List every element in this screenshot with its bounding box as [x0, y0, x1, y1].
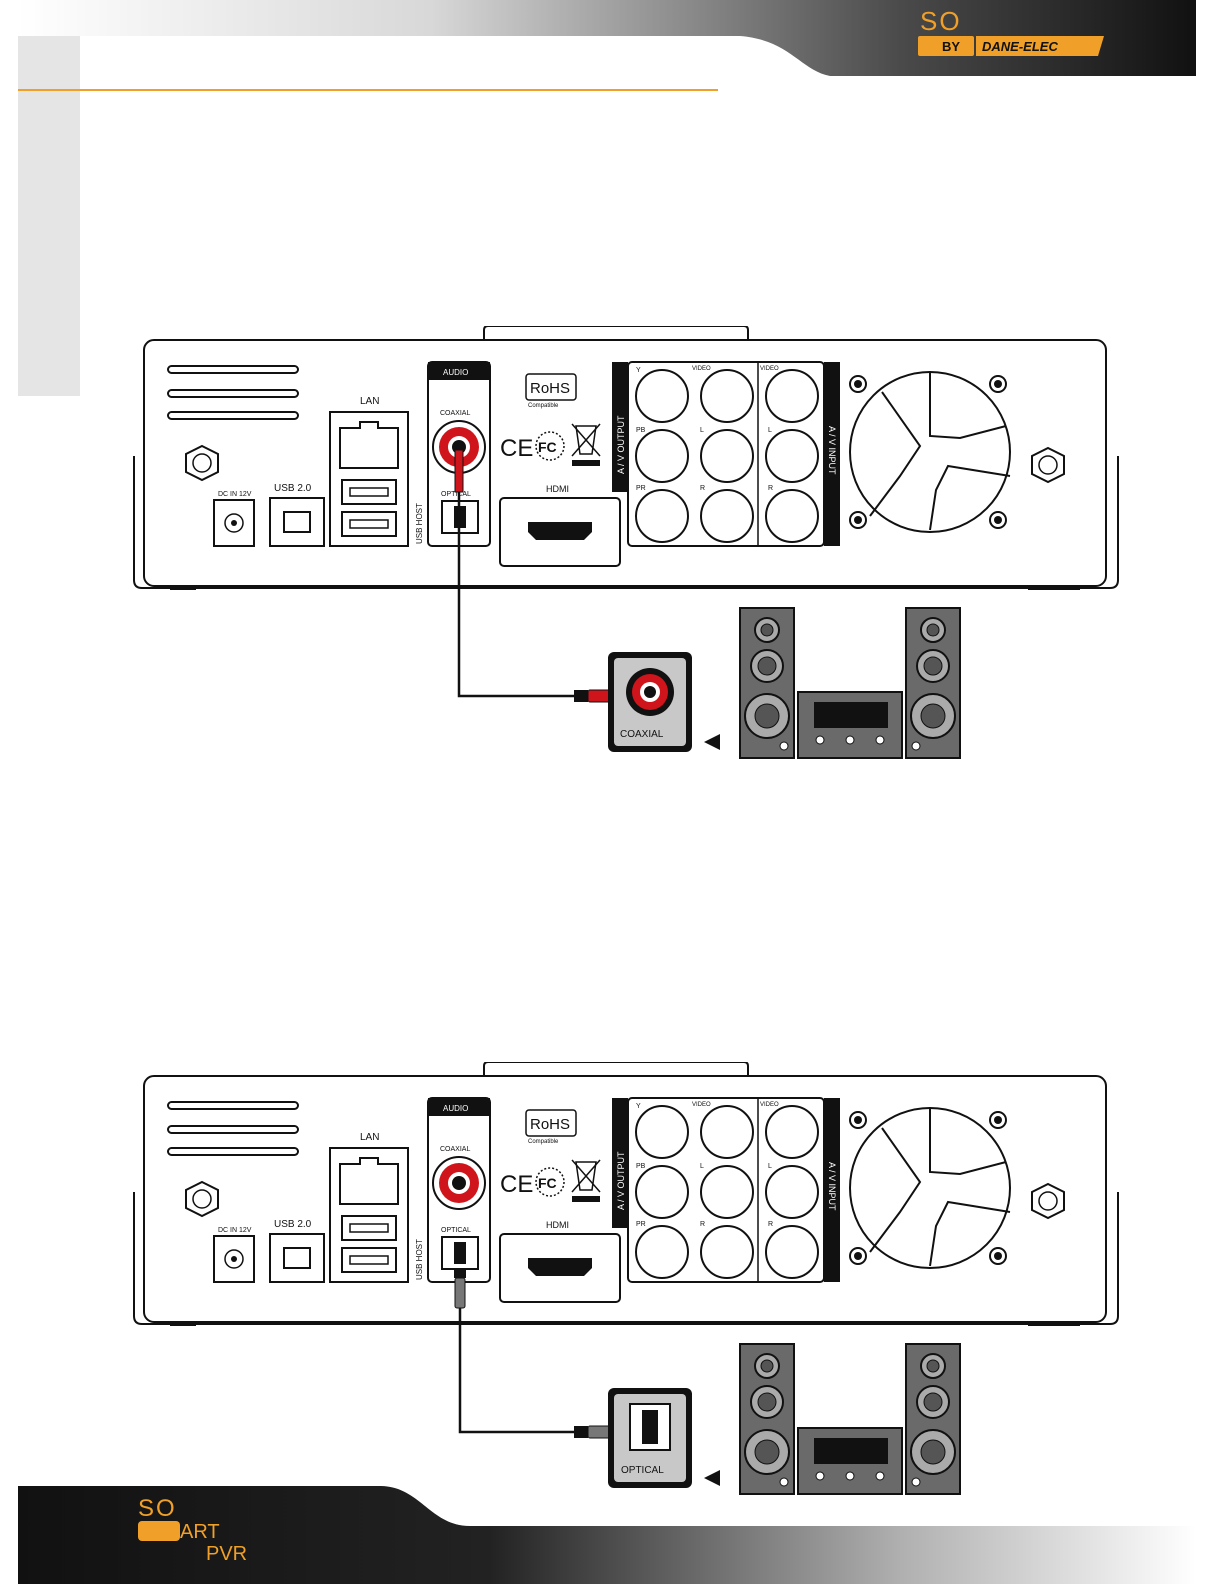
- av-output-label-2: A / V OUTPUT: [616, 1151, 626, 1210]
- footer-so: SO: [138, 1495, 177, 1522]
- footer-pvr: PVR: [206, 1543, 247, 1565]
- av-input-label: A / V INPUT: [827, 426, 837, 475]
- coaxial-connection-diagram: DC IN 12V USB 2.0 LAN USB HOST AUDIO COA…: [130, 325, 1122, 762]
- optical-port-label-2: OPTICAL: [441, 1227, 471, 1234]
- usb-host-label: USB HOST: [415, 503, 424, 544]
- footer-smart: SMART: [150, 1521, 220, 1543]
- usb20-label: USB 2.0: [274, 483, 312, 494]
- audio-label-2: AUDIO: [443, 1104, 468, 1113]
- rohs-label: RoHS: [530, 380, 570, 397]
- usb-host-label-2: USB HOST: [415, 1239, 424, 1280]
- optical-connection-diagram: DC IN 12V USB 2.0 LAN USB HOST AUDIO COA…: [130, 1061, 1122, 1498]
- hdmi-label-2: HDMI: [546, 1220, 569, 1230]
- pb-label-2: PB: [636, 1163, 646, 1170]
- lan-label: LAN: [360, 396, 379, 407]
- sidebar-tab: [18, 36, 80, 396]
- pb-label: PB: [636, 427, 646, 434]
- video-in-label-2: VIDEO: [760, 1102, 779, 1108]
- l-in-label-2: L: [768, 1163, 772, 1170]
- usb20-label-2: USB 2.0: [274, 1219, 312, 1230]
- audio-label: AUDIO: [443, 368, 468, 377]
- r-out-label-2: R: [700, 1221, 705, 1228]
- ce-mark: CE: [500, 435, 533, 462]
- coaxial-port-label-2: COAXIAL: [440, 1146, 470, 1153]
- r-in-label-2: R: [768, 1221, 773, 1228]
- av-input-label-2: A / V INPUT: [827, 1162, 837, 1211]
- video-out-label: VIDEO: [692, 366, 711, 372]
- coaxial-port-label: COAXIAL: [440, 410, 470, 417]
- video-in-label: VIDEO: [760, 366, 779, 372]
- pr-label: PR: [636, 485, 646, 492]
- hdmi-label: HDMI: [546, 484, 569, 494]
- brand-dane-elec: DANE-ELEC: [982, 39, 1058, 54]
- receiver-coaxial-label: COAXIAL: [620, 729, 664, 740]
- section-rule: [18, 89, 718, 91]
- dc-in-label: DC IN 12V: [218, 491, 252, 498]
- av-output-label: A / V OUTPUT: [616, 415, 626, 474]
- brand-by: BY: [942, 39, 960, 54]
- r-in-label: R: [768, 485, 773, 492]
- header-band: [18, 0, 1196, 76]
- lan-label-2: LAN: [360, 1132, 379, 1143]
- rohs-sub-label-2: Compatible: [528, 1139, 559, 1145]
- y-label: Y: [636, 367, 641, 374]
- pr-label-2: PR: [636, 1221, 646, 1228]
- optical-port-label: OPTICAL: [441, 491, 471, 498]
- footer-band: [18, 1486, 1196, 1584]
- receiver-optical-label: OPTICAL: [621, 1465, 664, 1476]
- l-out-label: L: [700, 427, 704, 434]
- l-out-label-2: L: [700, 1163, 704, 1170]
- ce-mark-2: CE: [500, 1171, 533, 1198]
- y-label-2: Y: [636, 1103, 641, 1110]
- brand-logo: SO BY DANE-ELEC: [918, 6, 1104, 56]
- rohs-label-2: RoHS: [530, 1116, 570, 1133]
- stereo-system: [739, 607, 961, 759]
- brand-so: SO: [920, 6, 962, 36]
- fc-mark: FC: [538, 439, 557, 455]
- rohs-sub-label: Compatible: [528, 403, 559, 409]
- footer-logo: SO SMART PVR: [138, 1495, 247, 1565]
- r-out-label: R: [700, 485, 705, 492]
- dc-in-label-2: DC IN 12V: [218, 1227, 252, 1234]
- fc-mark-2: FC: [538, 1175, 557, 1191]
- l-in-label: L: [768, 427, 772, 434]
- stereo-system-2: [739, 1343, 961, 1495]
- video-out-label-2: VIDEO: [692, 1102, 711, 1108]
